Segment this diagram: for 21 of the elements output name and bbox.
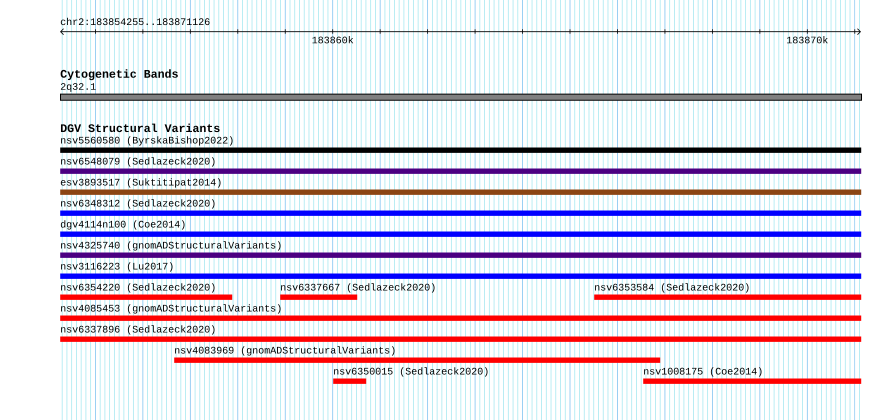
band-label: 2q32.1	[60, 83, 96, 92]
tick-label: 183860k	[312, 36, 354, 44]
variant-label: nsv6337667 (Sedlazeck2020)	[281, 283, 435, 293]
variant-label: nsv6337896 (Sedlazeck2020)	[61, 325, 215, 335]
track-title: DGV Structural Variants	[60, 124, 220, 132]
variant-label: nsv6348312 (Sedlazeck2020)	[61, 199, 215, 209]
variant-label: nsv4325740 (gnomADStructuralVariants)	[61, 241, 281, 251]
tick-label: 183870k	[787, 36, 828, 44]
variant-label: esv3893517 (Suktitipat2014)	[60, 178, 221, 188]
variant-label: nsv6350015 (Sedlazeck2020)	[334, 367, 488, 377]
variant-label: nsv4085453 (gnomADStructuralVariants)	[61, 304, 281, 314]
variant-label: nsv5560580 (ByrskaBishop2022)	[61, 136, 233, 146]
variant-label: nsv3116223 (Lu2017)	[61, 262, 173, 272]
variant-label: nsv6353584 (Sedlazeck2020)	[595, 283, 749, 293]
track-title: Cytogenetic Bands	[60, 69, 178, 80]
coordinate-range: chr2:183854255..183871126	[60, 18, 210, 26]
variant-label: nsv6354220 (Sedlazeck2020)	[61, 283, 215, 293]
variant-label: nsv6548079 (Sedlazeck2020)	[61, 157, 215, 167]
variant-label: nsv1008175 (Coe2014)	[644, 367, 762, 377]
variant-label: nsv4083969 (gnomADStructuralVariants)	[175, 346, 395, 356]
variant-label: dgv4114n100 (Coe2014)	[60, 220, 185, 230]
